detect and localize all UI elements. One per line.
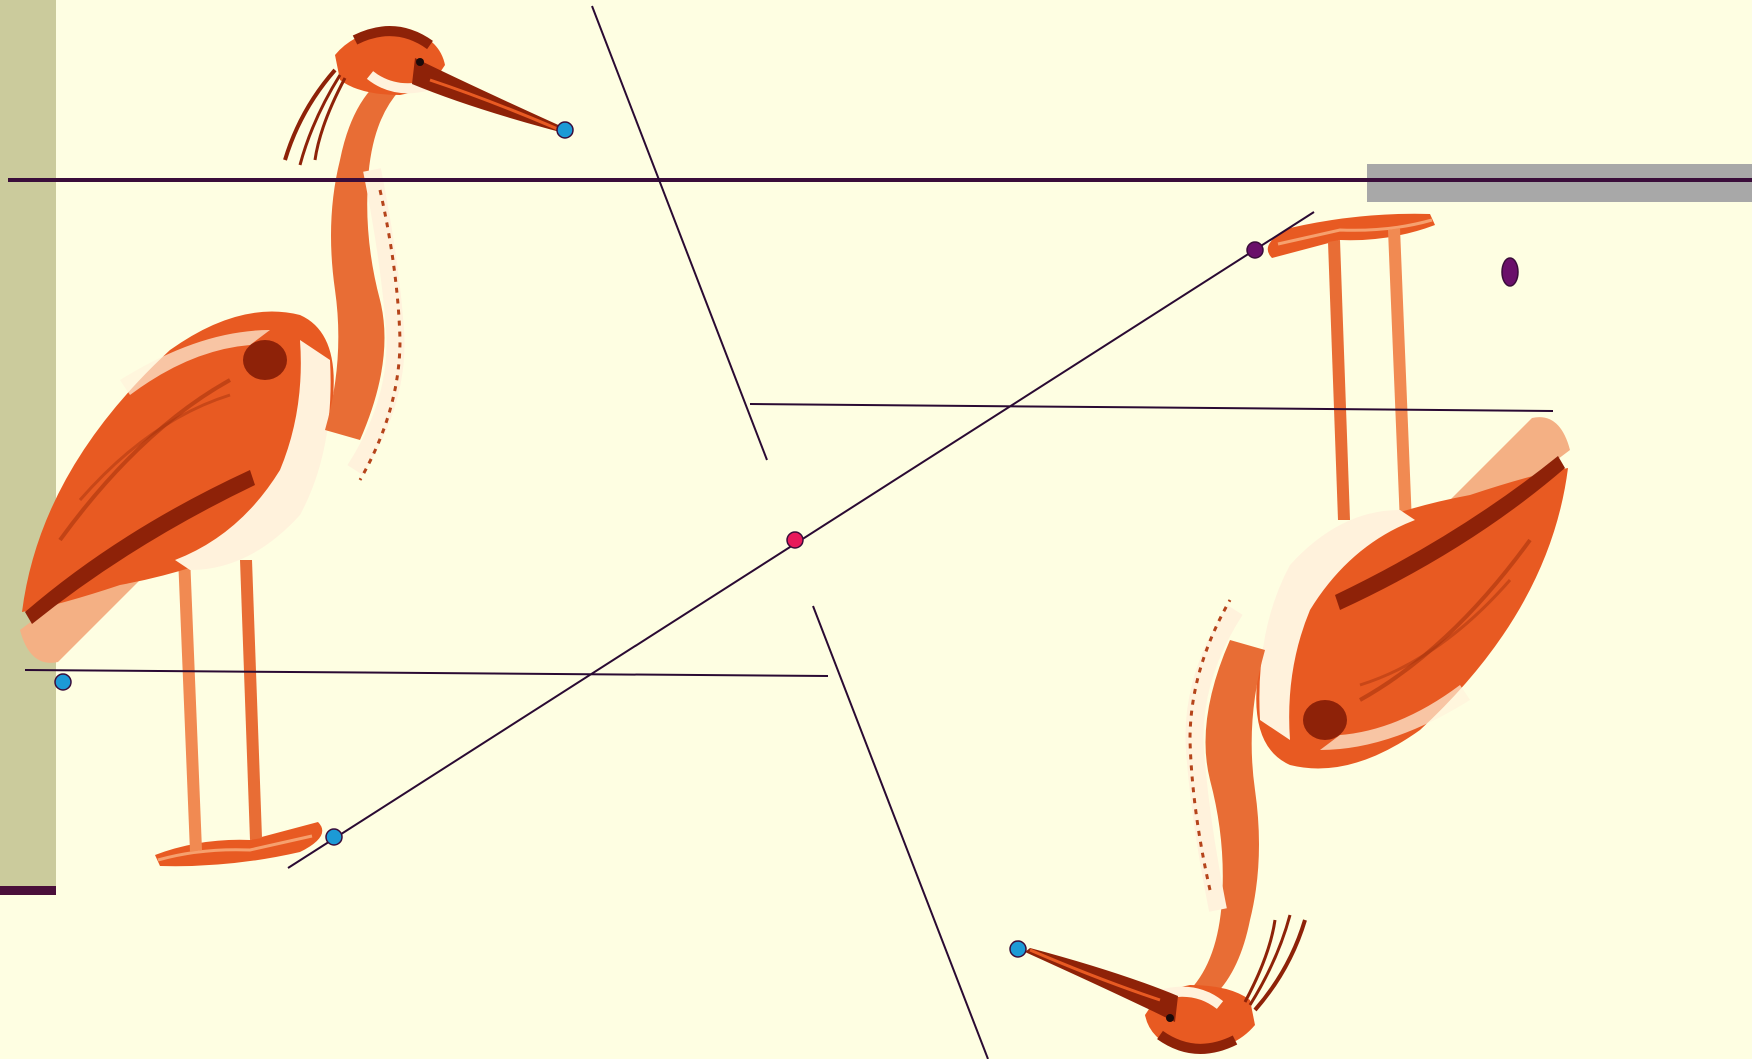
tail-construction-line-right [750,404,1553,411]
object-heron-icon [20,29,565,866]
tail-construction-line-left [25,670,828,676]
object-feet-point [326,829,342,845]
beak-construction-line-top [592,6,767,460]
object-tail-point [55,674,71,690]
center-of-symmetry-point [787,532,803,548]
beak-construction-line-bottom [813,606,988,1059]
image-feet-point [1247,242,1263,258]
image-heron-icon [1025,214,1570,1051]
image-tail-point [1502,258,1518,286]
image-beak-point [1010,941,1026,957]
object-beak-point [557,122,573,138]
